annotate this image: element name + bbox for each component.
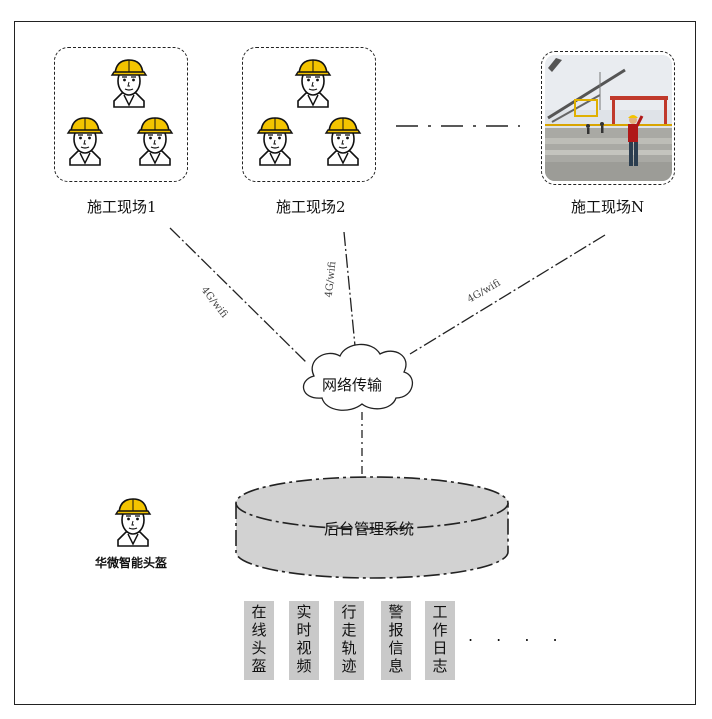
feature-char: 报 (388, 621, 404, 639)
backend-label: 后台管理系统 (324, 520, 415, 538)
feature-online-helmet: 在 线 头 盔 (244, 601, 274, 680)
site-n-label: 施工现场N (571, 198, 645, 216)
feature-char: 头 (251, 639, 267, 657)
feature-char: 迹 (341, 657, 357, 675)
construction-site-photo (545, 55, 672, 181)
feature-char: 视 (296, 639, 312, 657)
diagram-frame (14, 21, 696, 705)
feature-char: 工 (432, 603, 448, 621)
feature-char: 志 (432, 657, 448, 675)
feature-char: 线 (251, 621, 267, 639)
feature-char: 盔 (251, 657, 267, 675)
more-ellipsis: . . . . (468, 626, 567, 645)
feature-work-log: 工 作 日 志 (425, 601, 455, 680)
backend-database-shape (235, 476, 509, 579)
feature-alarm-info: 警 报 信 息 (381, 601, 411, 680)
feature-char: 行 (341, 603, 357, 621)
feature-char: 走 (341, 621, 357, 639)
link-line-siteN (409, 234, 606, 355)
site-2-box (242, 47, 376, 182)
site-2-label: 施工现场2 (276, 198, 346, 216)
legend-label: 华微智能头盔 (95, 556, 168, 570)
network-label: 网络传输 (322, 376, 383, 394)
feature-char: 作 (432, 621, 448, 639)
link-line-site2 (343, 231, 356, 347)
feature-char: 频 (296, 657, 312, 675)
feature-char: 实 (296, 603, 312, 621)
site-n-box (541, 51, 675, 185)
feature-char: 息 (388, 657, 404, 675)
feature-char: 在 (251, 603, 267, 621)
worker-helmet-icon (115, 498, 151, 547)
link-line-site1 (169, 227, 307, 363)
feature-char: 轨 (341, 639, 357, 657)
feature-live-video: 实 时 视 频 (289, 601, 319, 680)
feature-char: 时 (296, 621, 312, 639)
feature-char: 信 (388, 639, 404, 657)
network-cloud-shape (303, 343, 414, 411)
feature-char: 日 (432, 639, 448, 657)
feature-char: 警 (388, 603, 404, 621)
site-1-label: 施工现场1 (87, 198, 157, 216)
feature-walking-track: 行 走 轨 迹 (334, 601, 364, 680)
site-1-box (54, 47, 188, 182)
